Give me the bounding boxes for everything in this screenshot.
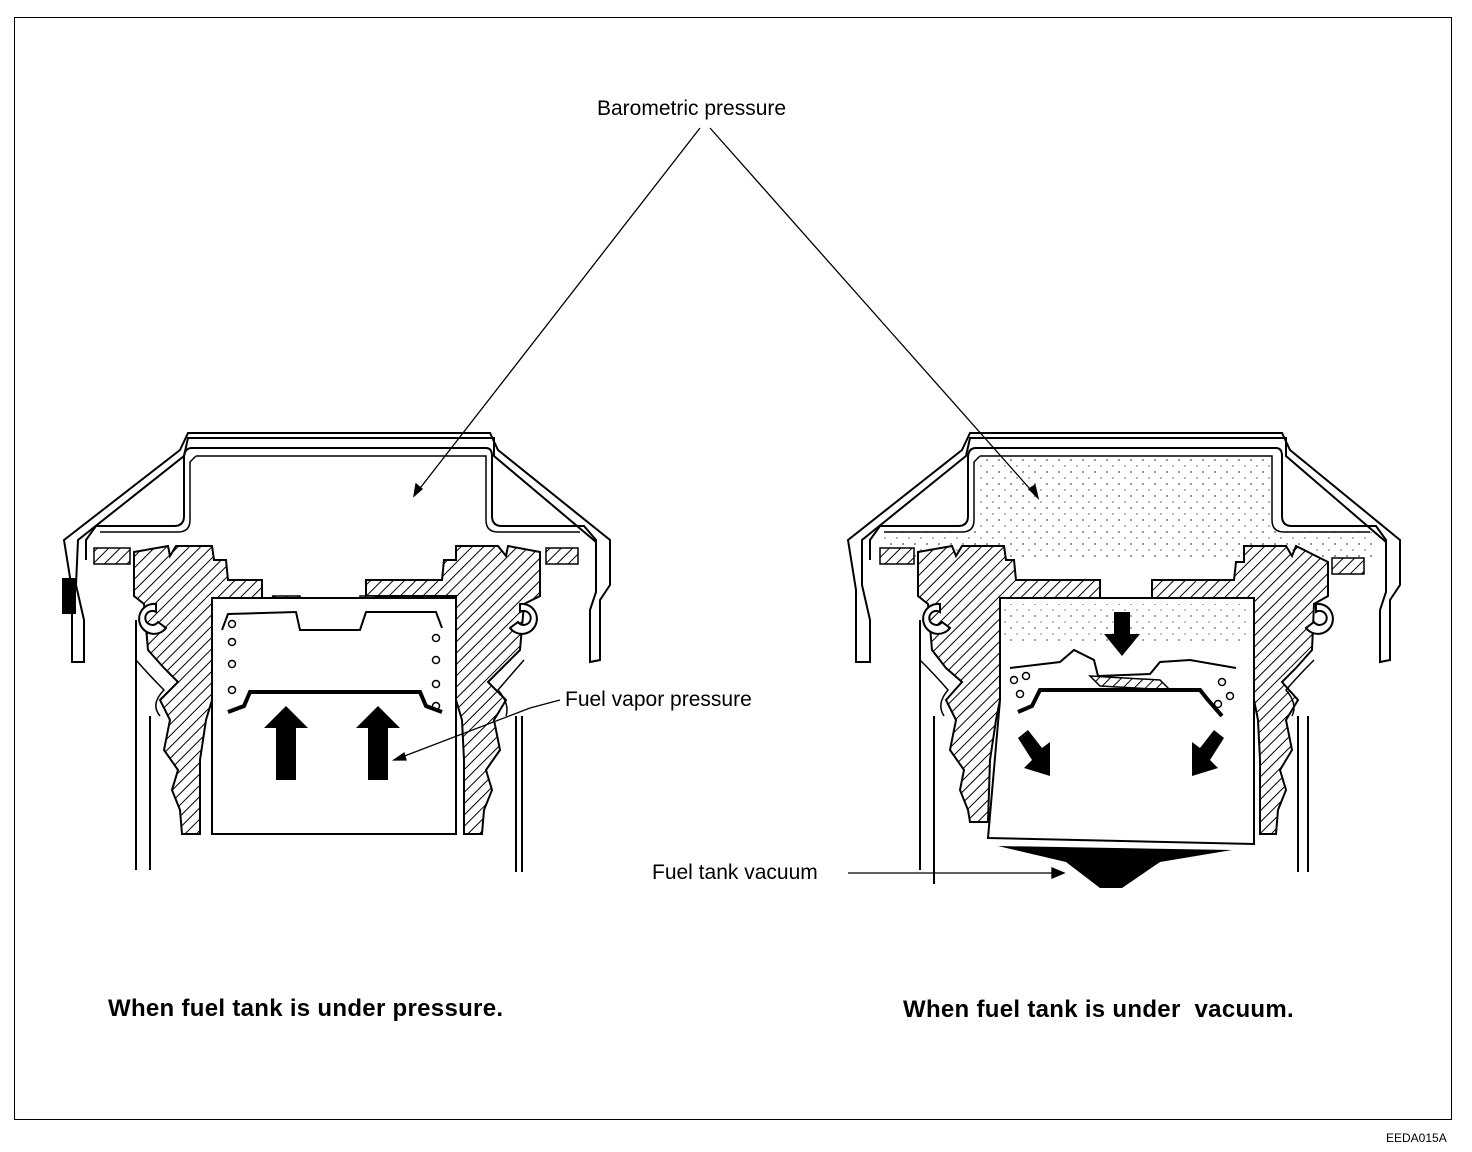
caption-under-vacuum: When fuel tank is under vacuum. <box>903 996 1294 1023</box>
caption-under-pressure: When fuel tank is under pressure. <box>108 995 504 1022</box>
air-arrow-right-down <box>1192 730 1224 776</box>
figure-code: EEDA015A <box>1386 1131 1447 1145</box>
air-arrow-left-down <box>1018 730 1050 776</box>
right-filler-cap-diagram <box>846 432 1401 888</box>
vapor-arrow-right <box>356 706 400 780</box>
air-arrow-down <box>1104 612 1140 656</box>
label-barometric-pressure: Barometric pressure <box>597 97 787 120</box>
left-filler-cap-diagram <box>62 432 611 872</box>
vapor-arrow-left <box>264 706 308 780</box>
label-fuel-vapor-pressure: Fuel vapor pressure <box>565 688 752 711</box>
leader-lines <box>391 127 1066 879</box>
vacuum-wedge <box>998 846 1232 888</box>
label-fuel-tank-vacuum: Fuel tank vacuum <box>652 861 818 884</box>
figure-frame <box>14 17 1452 1120</box>
